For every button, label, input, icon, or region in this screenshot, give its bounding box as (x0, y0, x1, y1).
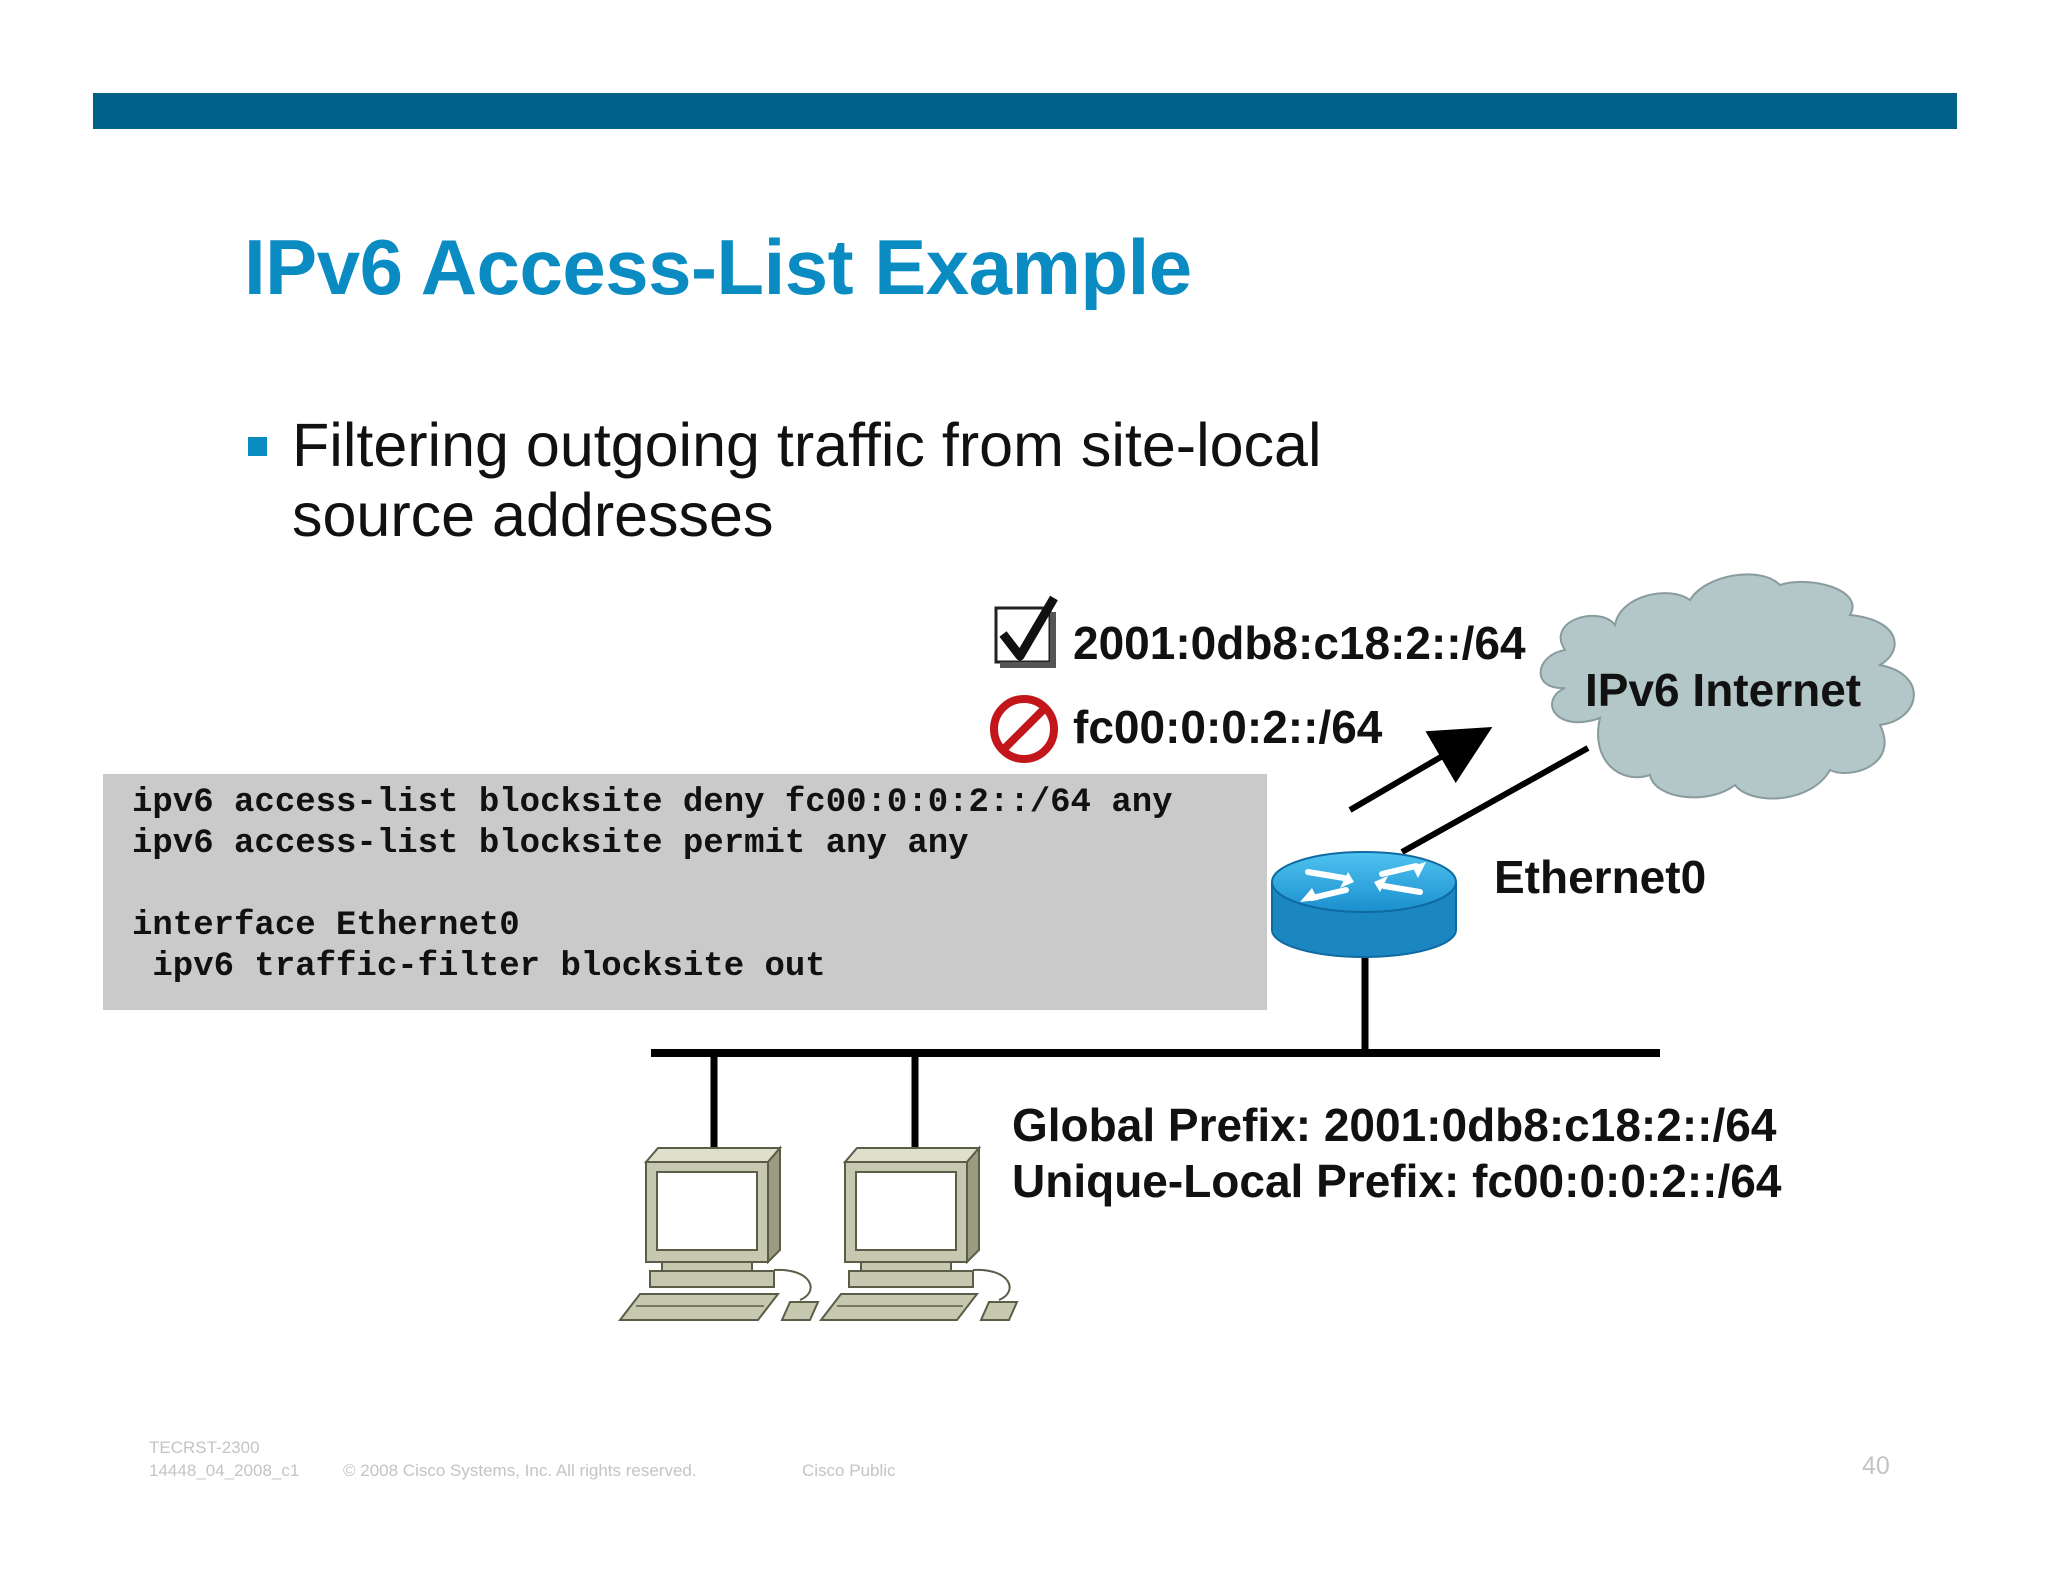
bullet-line-1: Filtering outgoing traffic from site-loc… (292, 411, 1322, 479)
denied-prefix-label: fc00:0:0:2::/64 (1073, 701, 1383, 753)
checkbox-checked-icon (994, 595, 1058, 668)
config-code: ipv6 access-list blocksite deny fc00:0:0… (132, 783, 1173, 988)
config-line: ipv6 traffic-filter blocksite out (132, 948, 826, 986)
outgoing-traffic-arrow (1348, 726, 1493, 813)
config-panel (103, 774, 1267, 1010)
bullet-marker (248, 437, 267, 456)
page-number: 40 (1862, 1452, 1890, 1480)
cloud-icon (1539, 573, 1915, 800)
uplink-line (1400, 745, 1590, 855)
router-icon (1271, 851, 1457, 958)
footer-course-code: TECRST-2300 (149, 1438, 260, 1457)
workstation-icon (617, 1145, 820, 1321)
prohibited-icon (990, 695, 1058, 763)
header-bar (93, 93, 1957, 129)
footer-doc-id: 14448_04_2008_c1 (149, 1461, 300, 1480)
bullet-line-2: source addresses (292, 481, 774, 549)
config-line: interface Ethernet0 (132, 907, 520, 945)
footer-copyright: © 2008 Cisco Systems, Inc. All rights re… (343, 1461, 697, 1480)
slide-title: IPv6 Access-List Example (244, 223, 1192, 311)
footer-classification: Cisco Public (802, 1461, 896, 1480)
permitted-prefix-label: 2001:0db8:c18:2::/64 (1073, 617, 1526, 669)
interface-label: Ethernet0 (1494, 851, 1707, 903)
workstation-icon (818, 1145, 1019, 1321)
config-line: ipv6 access-list blocksite permit any an… (132, 825, 969, 863)
config-line: ipv6 access-list blocksite deny fc00:0:0… (132, 784, 1173, 822)
bullet-item: Filtering outgoing traffic from site-loc… (292, 410, 1322, 550)
unique-local-prefix-label: Unique-Local Prefix: fc00:0:0:2::/64 (1012, 1155, 1782, 1207)
global-prefix-label: Global Prefix: 2001:0db8:c18:2::/64 (1012, 1099, 1777, 1151)
cloud-label: IPv6 Internet (1585, 664, 1862, 716)
